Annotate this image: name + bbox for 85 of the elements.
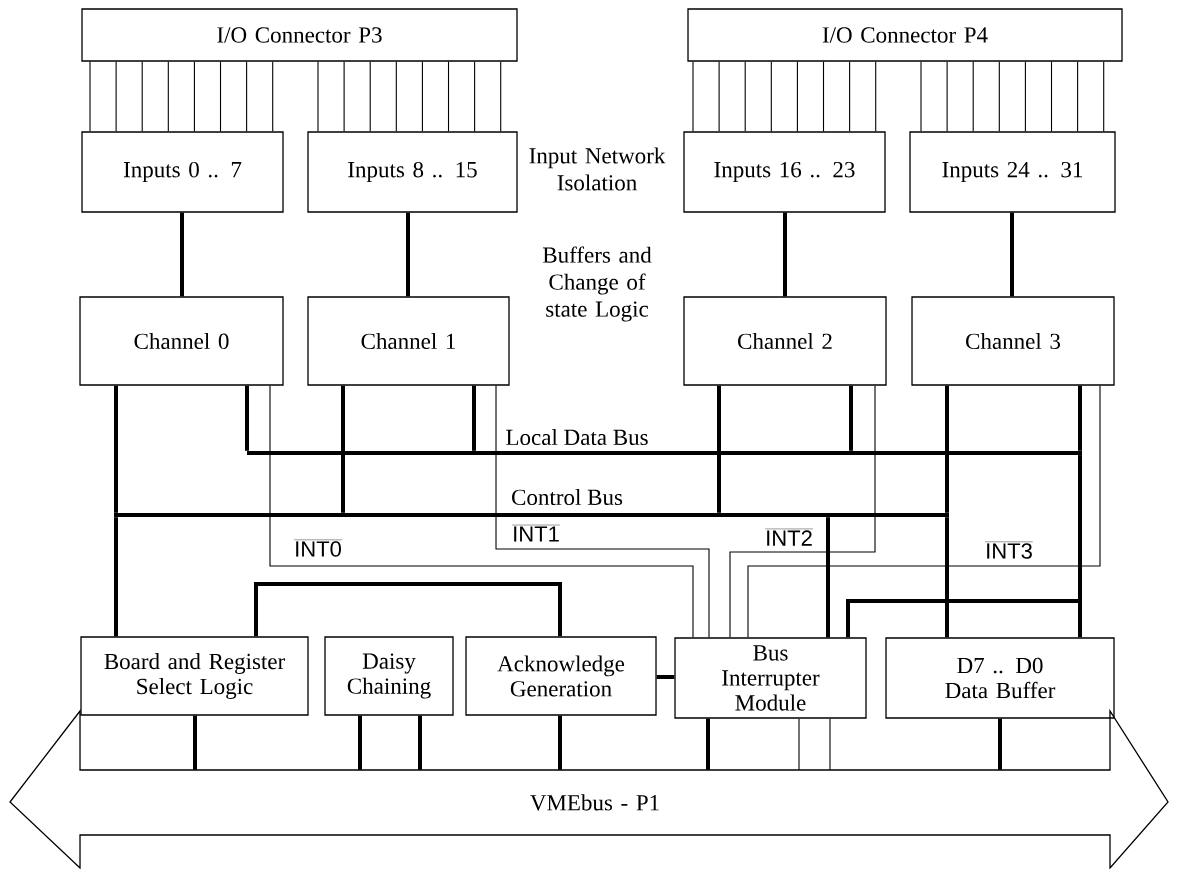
pin-line (1024, 61, 1026, 132)
input-box: Inputs 24 .. 31 (909, 131, 1116, 213)
signal-line (406, 212, 410, 297)
logic-box: Acknowledge Generation (465, 636, 657, 716)
input-box: Inputs 0 .. 7 (81, 131, 284, 213)
channel-box: Channel 3 (911, 296, 1115, 386)
channel-box: Channel 1 (307, 296, 510, 386)
pin-line (246, 61, 248, 132)
pin-line (421, 61, 423, 132)
signal-line (826, 517, 830, 638)
pin-line (89, 61, 91, 132)
connector-box: I/O Connector P4 (687, 8, 1123, 62)
pin-line (946, 61, 948, 132)
signal-line (798, 718, 800, 771)
pin-line (744, 61, 746, 132)
pin-line (692, 61, 694, 132)
pin-line (474, 61, 476, 132)
pin-line (1050, 61, 1053, 132)
signal-line (717, 385, 721, 513)
pin-line (395, 61, 397, 132)
pin-line (141, 61, 143, 132)
pin-line (1077, 61, 1079, 132)
signal-line (747, 385, 1101, 638)
signal-line (706, 718, 710, 770)
signal-line (114, 517, 118, 637)
pin-line (193, 61, 195, 132)
pin-line (500, 61, 502, 132)
signal-line (358, 715, 362, 770)
pin-line (796, 61, 798, 132)
signal-line (846, 455, 1082, 638)
logic-box: Board and Register Select Logic (80, 636, 309, 716)
signal-line (495, 385, 710, 638)
signal-line (829, 718, 831, 771)
connector-box: I/O Connector P3 (81, 8, 518, 62)
pin-line (272, 61, 274, 132)
edge-label: INT0 (293, 539, 343, 557)
signal-line (193, 715, 197, 770)
channel-box: Channel 2 (683, 296, 887, 386)
signal-line (341, 385, 345, 513)
signal-line (849, 385, 853, 451)
signal-line (114, 385, 118, 513)
pin-line (770, 61, 772, 132)
signal-line (269, 385, 694, 638)
bus-label: Local Data Bus (506, 428, 648, 446)
edge-label: INT1 (511, 524, 561, 542)
signal-line (1010, 212, 1014, 297)
pin-line (447, 61, 450, 132)
signal-line (945, 385, 949, 513)
signal-line (245, 385, 249, 451)
pin-line (849, 61, 851, 132)
signal-line (998, 718, 1002, 770)
input-box: Inputs 16 .. 23 (683, 131, 886, 213)
pin-line (167, 61, 169, 132)
pin-line (115, 61, 117, 132)
edge-label: INT2 (764, 528, 814, 546)
block-label: Buffers and Change of state Logic (542, 246, 652, 322)
pin-line (998, 61, 1000, 132)
logic-box: Bus Interrupter Module (674, 637, 867, 719)
signal-line (945, 517, 949, 638)
pin-line (317, 61, 319, 132)
signal-line (656, 675, 675, 679)
pin-line (972, 61, 974, 132)
block-label: Input Network Isolation (529, 147, 666, 191)
pin-line (369, 61, 371, 132)
pin-line (1103, 61, 1105, 132)
pin-line (822, 61, 825, 132)
pin-line (920, 61, 922, 132)
signal-line (180, 212, 184, 297)
input-box: Inputs 8 .. 15 (307, 131, 518, 213)
signal-line (254, 582, 562, 637)
pin-line (875, 61, 877, 132)
signal-line (1078, 385, 1082, 451)
signal-line (558, 715, 562, 770)
bus-label: Control Bus (512, 488, 623, 506)
signal-line (418, 715, 422, 770)
signal-line (472, 385, 476, 451)
signal-line (783, 212, 787, 297)
signal-line (729, 385, 876, 638)
pin-line (219, 61, 222, 132)
logic-box: Daisy Chaining (324, 636, 454, 716)
logic-box: D7 .. D0 Data Buffer (885, 637, 1115, 719)
channel-box: Channel 0 (79, 296, 284, 386)
pin-line (343, 61, 345, 132)
pin-line (718, 61, 720, 132)
edge-label: INT3 (984, 541, 1034, 559)
